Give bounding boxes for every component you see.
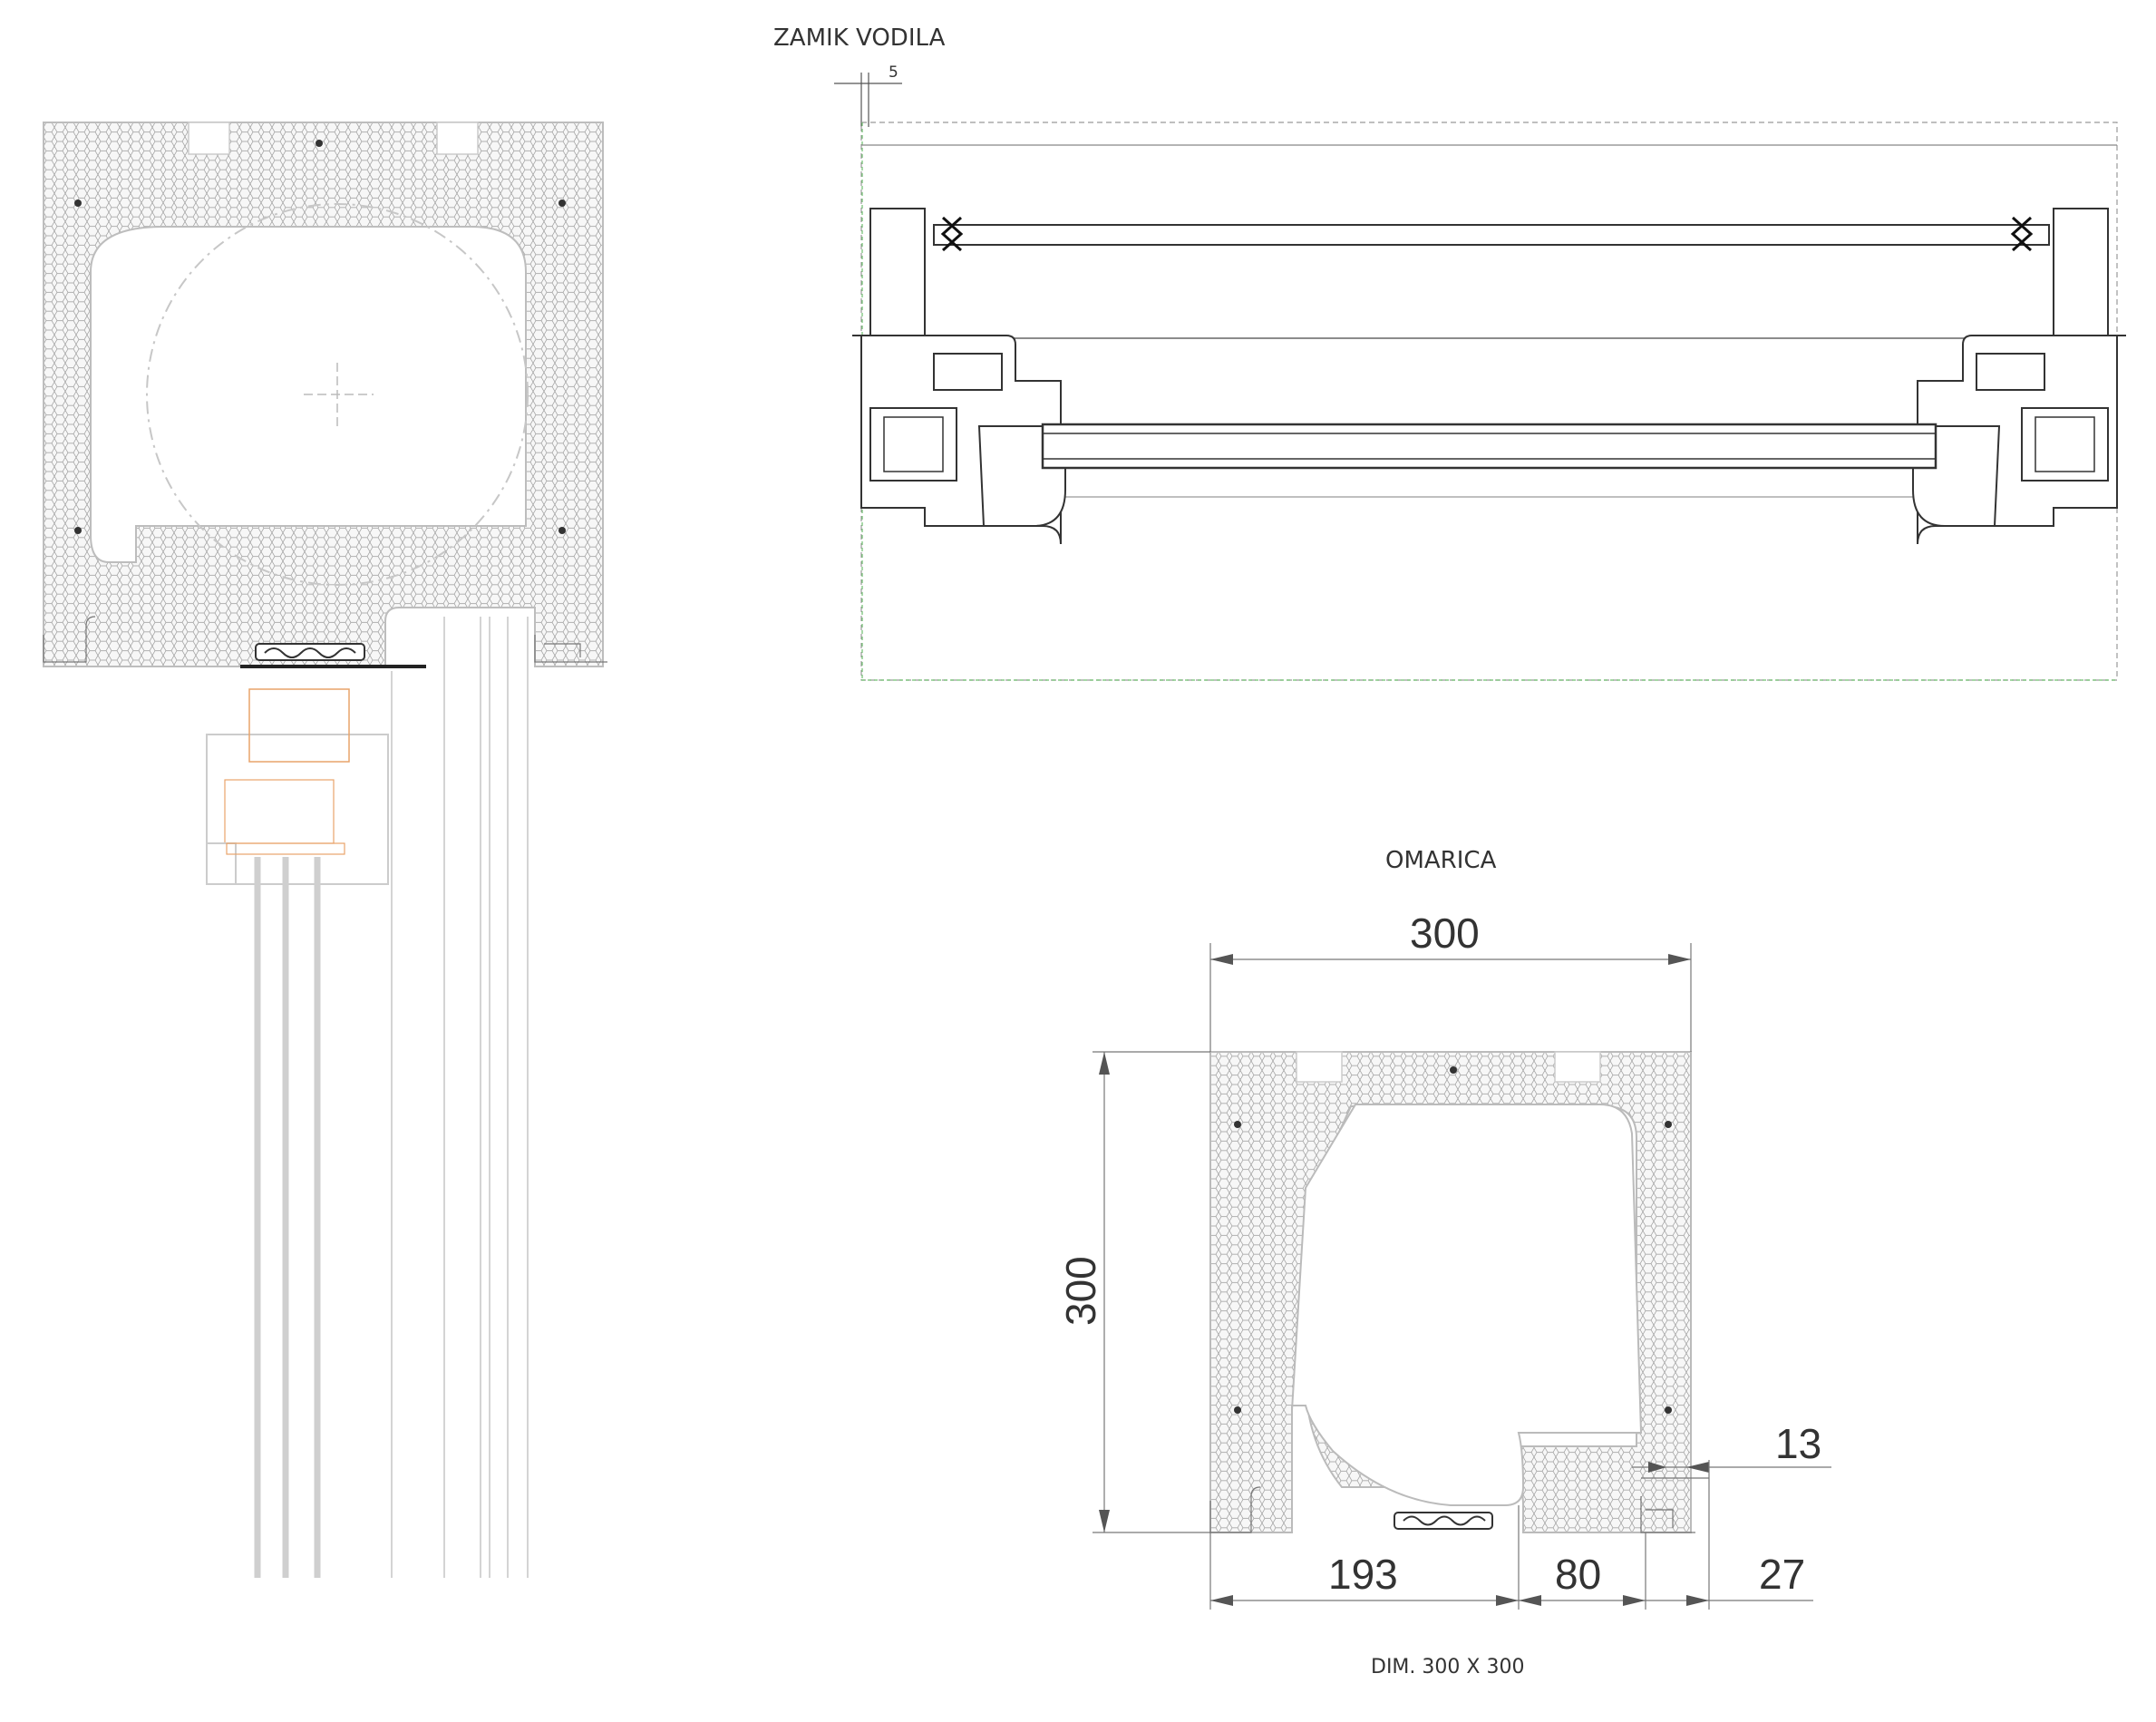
dim-left-arrow-bottom [1099,1510,1110,1532]
left-guide-rails [391,617,529,1578]
dim-80-arrow-left [1519,1595,1541,1606]
screen-rail-left [869,208,926,336]
dim-80-value: 80 [1555,1551,1601,1598]
screen-clip-left [940,216,964,252]
omarica-notch-2 [1554,1051,1601,1083]
left-section-view [43,122,607,1578]
dim-left-value: 300 [1057,1256,1104,1326]
dim-193-arrow-right [1496,1595,1519,1606]
left-foam-block [43,122,604,667]
screen-bar [933,224,2050,246]
omarica-shutter-slat [1394,1512,1493,1530]
glass-pane [1041,423,1937,470]
left-notch-2 [436,122,479,155]
omarica-slat-wave [1403,1515,1486,1526]
dim-left-arrow-top [1099,1052,1110,1075]
dim-top-value: 300 [1410,910,1480,957]
dim-27-value: 27 [1759,1551,1805,1598]
frame-profile-right [1912,335,2126,545]
omarica-title: OMARICA [1385,847,1497,874]
dim-27-arrow-right [1686,1595,1709,1606]
frame-profile-left [852,335,1066,545]
dim-13-value: 13 [1775,1420,1821,1467]
left-glazing-lines [254,857,321,1578]
omarica-anchor-dots [1234,1066,1672,1414]
left-notch-1 [188,122,230,155]
zamik-value-label: 5 [889,63,898,82]
right-corner-profile [534,635,607,663]
dim-top-arrow-left [1210,954,1233,965]
omarica-left-corner-profile [1209,1486,1261,1533]
screen-rail-right [2053,208,2109,336]
roller-circle [146,203,529,586]
left-shutter-slat [255,643,365,661]
omarica-dim-caption: DIM. 300 X 300 [1371,1656,1524,1678]
zamik-vodila-title: ZAMIK VODILA [773,24,946,52]
screen-clip-right [2010,216,2034,252]
omarica-notch-1 [1296,1051,1343,1083]
dim-193-arrow-left [1210,1595,1233,1606]
dim-193-value: 193 [1328,1551,1398,1598]
omarica-cavity [1291,1104,1643,1506]
dim-80-arrow-right [1623,1595,1646,1606]
zamik-vodila-view: ZAMIK VODILA 5 [773,24,2126,681]
dim-13-arrow-left [1648,1462,1666,1473]
left-shutter-slat-wave [264,647,356,658]
omarica-view: OMARICA 300 30 [1057,847,1831,1678]
left-anchor-dots [74,140,566,534]
left-window-profile [206,688,389,885]
left-corner-profile [43,616,96,663]
omarica-right-corner-profile [1640,1496,1695,1533]
dim-13-arrow-right [1686,1462,1709,1473]
dim-top-arrow-right [1668,954,1691,965]
